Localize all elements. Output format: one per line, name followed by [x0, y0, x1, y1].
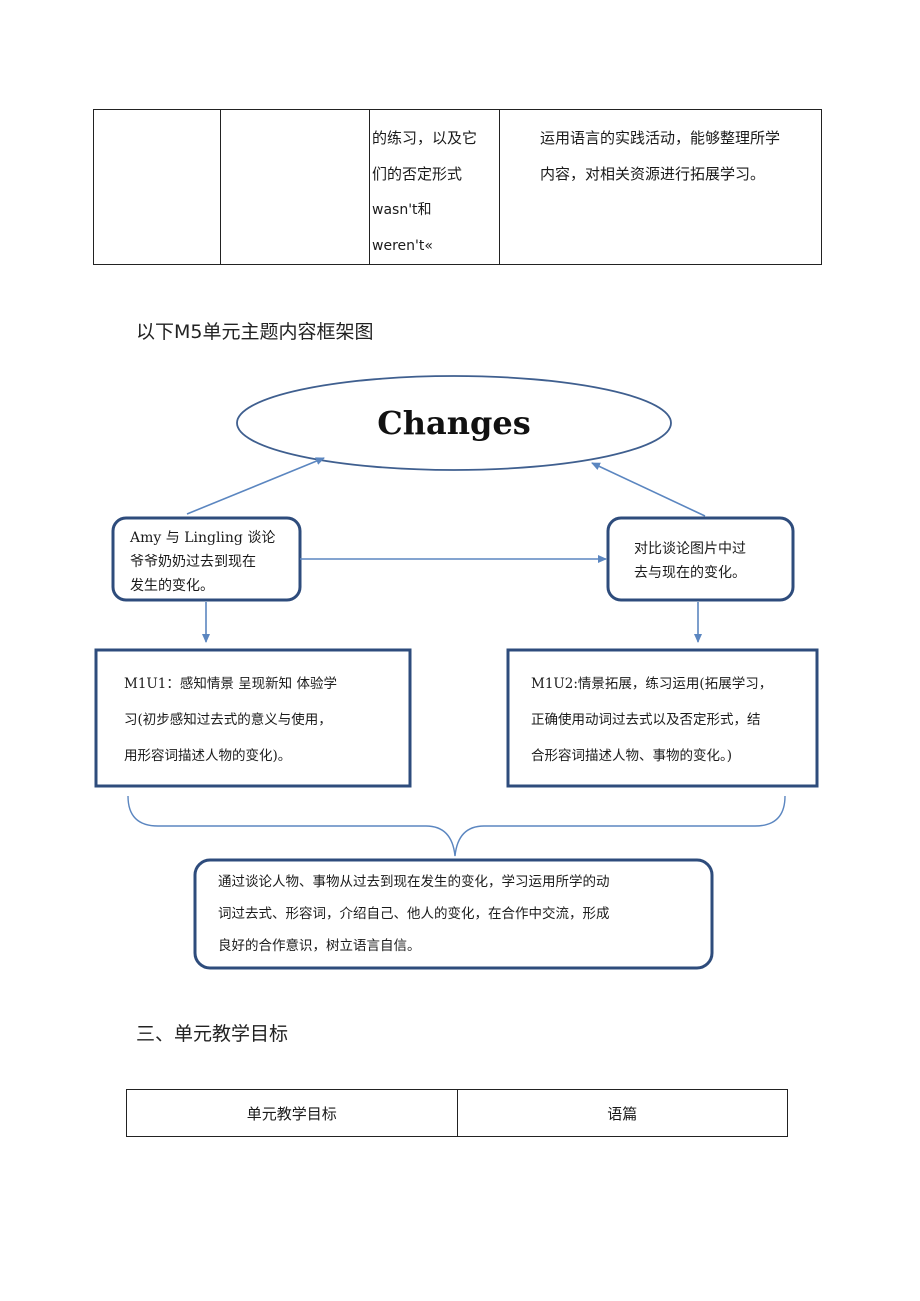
- right-box-line: 去与现在的变化。: [634, 565, 746, 581]
- objectives-table: 单元教学目标 语篇: [126, 1089, 788, 1137]
- m1u1-line: 用形容词描述人物的变化)。: [124, 748, 292, 764]
- top-table-cell-2: [220, 109, 370, 265]
- m1u1-line: M1U1：感知情景 呈现新知 体验学: [124, 676, 337, 692]
- cell4-line: 运用语言的实践活动，能够整理所学: [540, 129, 781, 147]
- cell3-line: wasn't和: [372, 202, 432, 218]
- summary-line: 词过去式、形容词，介绍自己、他人的变化，在合作中交流，形成: [218, 906, 610, 922]
- summary-line: 良好的合作意识，树立语言自信。: [218, 938, 421, 954]
- cell3-line: 的练习，以及它: [372, 129, 478, 147]
- top-table-cell-1: [93, 109, 221, 265]
- arrow-right-to-ellipse: [591, 462, 706, 517]
- objectives-header-1: 单元教学目标: [126, 1089, 458, 1137]
- cell3-line: 们的否定形式: [372, 165, 463, 183]
- cell4-line: 内容，对相关资源进行拓展学习。: [540, 165, 766, 183]
- left-box-line: 发生的变化。: [130, 578, 214, 594]
- m1u1-text: M1U1：感知情景 呈现新知 体验学 习(初步感知过去式的意义与使用， 用形容词…: [124, 666, 404, 774]
- m1u2-text: M1U2:情景拓展，练习运用(拓展学习， 正确使用动词过去式以及否定形式，结 合…: [531, 666, 813, 774]
- arrow-left-to-ellipse: [186, 457, 325, 515]
- summary-box: [193, 858, 714, 970]
- m1u1-line: 习(初步感知过去式的意义与使用，: [124, 712, 332, 728]
- m1u2-line: 合形容词描述人物、事物的变化。): [531, 748, 733, 764]
- objectives-header-2: 语篇: [456, 1089, 788, 1137]
- right-box-text: 对比谈论图片中过 去与现在的变化。: [634, 537, 789, 585]
- m1u2-line: 正确使用动词过去式以及否定形式，结: [531, 712, 761, 728]
- right-box: [606, 516, 795, 602]
- changes-title: Changes: [377, 404, 531, 442]
- top-table: 的练习，以及它 们的否定形式 wasn't和 weren't« 运用语言的实践活…: [93, 109, 822, 265]
- summary-line: 通过谈论人物、事物从过去到现在发生的变化，学习运用所学的动: [218, 874, 610, 890]
- left-box-line: 爷爷奶奶过去到现在: [130, 554, 256, 570]
- cell3-line: weren't«: [372, 238, 433, 254]
- changes-ellipse: [236, 375, 672, 471]
- top-table-cell-4: 运用语言的实践活动，能够整理所学 内容，对相关资源进行拓展学习。: [499, 109, 822, 265]
- m1u2-line: M1U2:情景拓展，练习运用(拓展学习，: [531, 676, 773, 692]
- framework-heading: 以下M5单元主题内容框架图: [136, 321, 374, 343]
- left-box-line: Amy 与 Lingling 谈论: [130, 530, 276, 546]
- summary-text: 通过谈论人物、事物从过去到现在发生的变化，学习运用所学的动 词过去式、形容词，介…: [218, 866, 708, 962]
- right-box-line: 对比谈论图片中过: [634, 541, 746, 557]
- m1u2-box: [506, 648, 819, 788]
- brace: [127, 795, 786, 857]
- m1u1-box: [94, 648, 412, 788]
- left-box-text: Amy 与 Lingling 谈论 爷爷奶奶过去到现在 发生的变化。: [130, 526, 300, 598]
- section-heading: 三、单元教学目标: [136, 1023, 289, 1045]
- top-table-cell-3: 的练习，以及它 们的否定形式 wasn't和 weren't«: [369, 109, 500, 265]
